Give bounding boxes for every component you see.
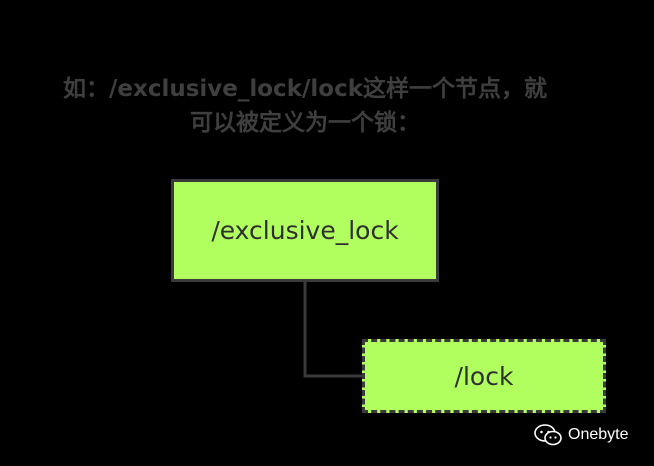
watermark: Onebyte <box>534 424 628 446</box>
caption-line-2: 可以被定义为一个锁： <box>190 110 420 136</box>
wechat-icon <box>534 424 562 446</box>
node-exclusive-lock: /exclusive_lock <box>171 179 439 282</box>
node-lock-label: /lock <box>454 361 514 391</box>
watermark-text: Onebyte <box>568 426 629 443</box>
caption-line-1: 如：/exclusive_lock/lock这样一个节点，就 <box>62 76 548 102</box>
caption: 如：/exclusive_lock/lock这样一个节点，就 可以被定义为一个锁… <box>0 72 610 140</box>
node-exclusive-lock-label: /exclusive_lock <box>211 216 399 245</box>
node-lock: /lock <box>362 339 606 413</box>
